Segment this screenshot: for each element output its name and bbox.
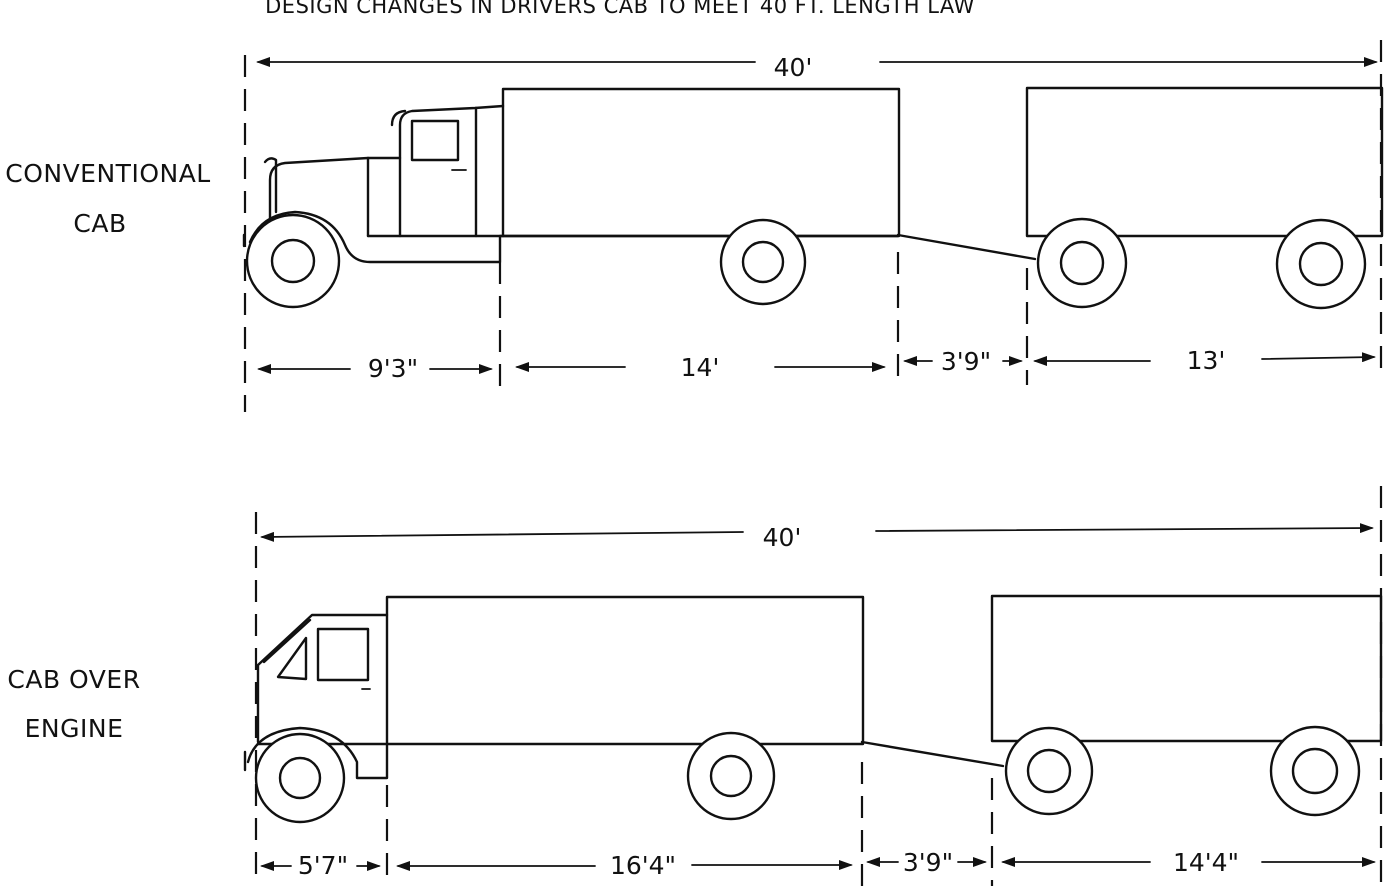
coe-trailer-length: 14'4" — [1173, 848, 1239, 877]
coe-section: CAB OVER ENGINE 40' — [7, 486, 1383, 886]
coe-label-line2: ENGINE — [25, 714, 124, 743]
conventional-cab-length: 9'3" — [368, 354, 418, 383]
conventional-seg4-arrow-right — [1261, 352, 1376, 363]
diagram-title: DESIGN CHANGES IN DRIVERS CAB TO MEET 40… — [265, 0, 975, 18]
conventional-overall-length: 40' — [774, 53, 813, 82]
conventional-label-line2: CAB — [73, 209, 126, 238]
coe-label-line1: CAB OVER — [7, 665, 140, 694]
coe-overall-arrow-right — [875, 523, 1374, 534]
conventional-trailer-length: 13' — [1187, 346, 1226, 375]
coe-cab-length: 5'7" — [298, 851, 348, 880]
conventional-cab-section: CONVENTIONAL CAB 40' — [5, 40, 1384, 412]
conventional-truck-drawing — [242, 86, 1384, 310]
coe-overall-arrow-left — [260, 531, 744, 542]
coe-overall-length: 40' — [763, 523, 802, 552]
coe-body-length: 16'4" — [610, 851, 676, 880]
conventional-body-length: 14' — [681, 353, 720, 382]
coe-gap-length: 3'9" — [903, 848, 953, 877]
coe-truck-drawing — [243, 594, 1383, 824]
conventional-label-line1: CONVENTIONAL — [5, 159, 211, 188]
conventional-gap-length: 3'9" — [941, 347, 991, 376]
